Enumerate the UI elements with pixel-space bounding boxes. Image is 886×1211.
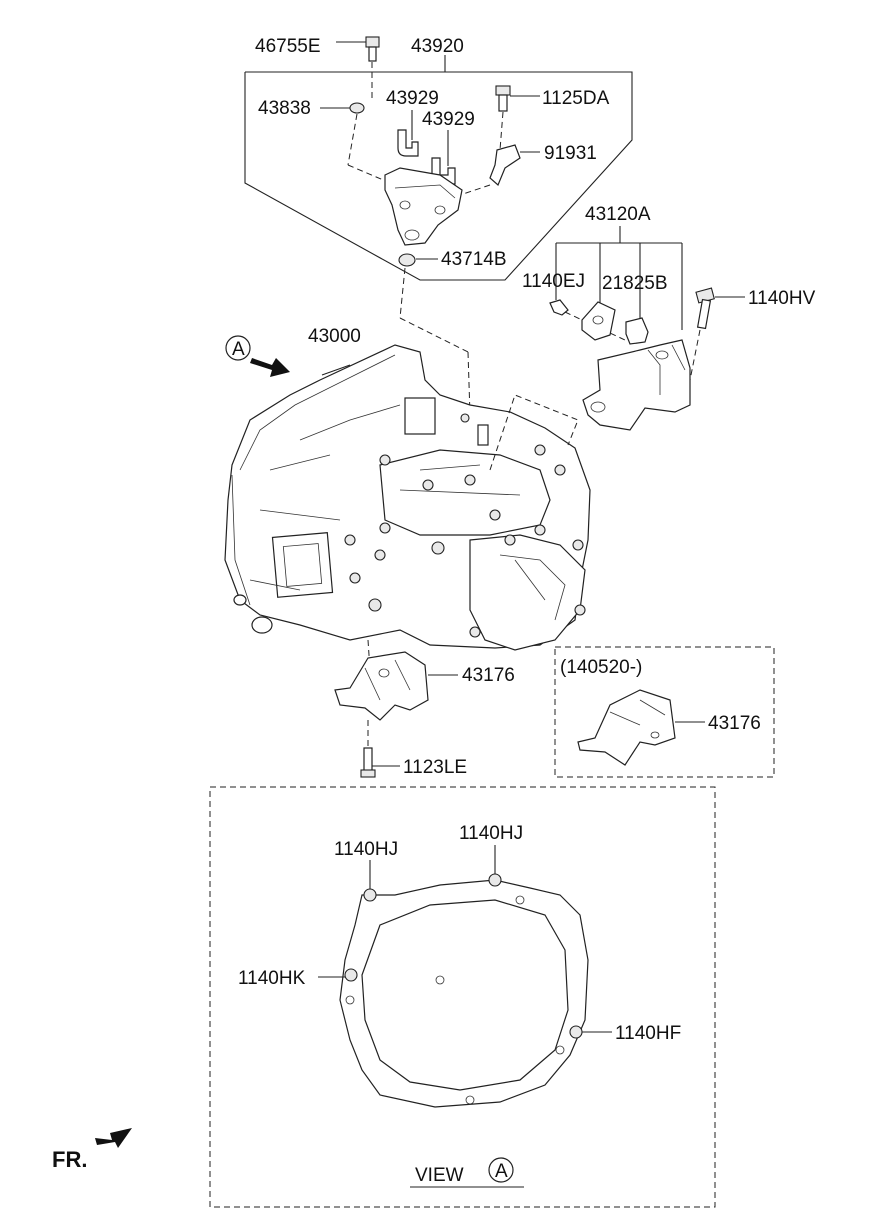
label-1125da: 1125DA	[542, 88, 610, 109]
view-label: VIEW	[415, 1165, 464, 1186]
view-a-box	[209, 786, 716, 1208]
view-a-marker-letter: A	[232, 339, 245, 360]
label-43120a: 43120A	[585, 204, 651, 225]
label-46755e: 46755E	[255, 36, 321, 57]
label-43920: 43920	[411, 36, 464, 57]
label-21825b: 21825B	[602, 273, 668, 294]
label-1140ej: 1140EJ	[522, 271, 585, 292]
revision-date-note: (140520-)	[560, 657, 642, 678]
bolt-1140hv	[689, 287, 745, 381]
label-1140hj-left: 1140HJ	[334, 839, 398, 860]
label-1140hj-right: 1140HJ	[459, 823, 523, 844]
view-a-marker	[225, 335, 290, 377]
bolt-46755e	[336, 36, 380, 100]
revision-note-box	[554, 646, 775, 778]
label-1140hk: 1140HK	[238, 968, 306, 989]
front-direction-arrow	[95, 1128, 132, 1148]
label-1140hv: 1140HV	[748, 288, 816, 309]
damper-plate	[581, 301, 616, 341]
case-bolts	[344, 413, 586, 638]
washer-43838	[320, 102, 396, 186]
clip-43929-a	[397, 110, 419, 157]
label-91931: 91931	[544, 143, 597, 164]
clip-91931	[459, 144, 540, 196]
transmission-43000	[224, 344, 591, 671]
mount-43176	[334, 651, 458, 721]
label-43838: 43838	[258, 98, 311, 119]
bolt-1123le	[360, 720, 400, 778]
label-1123le: 1123LE	[403, 757, 467, 778]
label-43714b: 43714B	[441, 249, 507, 270]
damper-block-21825b	[625, 317, 649, 345]
label-43176-a: 43176	[462, 665, 515, 686]
view-label-letter: A	[495, 1161, 508, 1182]
label-1140hf: 1140HF	[615, 1023, 681, 1044]
label-43176-b: 43176	[708, 713, 761, 734]
bolt-1125da	[495, 85, 540, 151]
bell-housing-gasket	[318, 845, 612, 1108]
label-43929-a: 43929	[386, 88, 439, 109]
shift-bracket	[384, 167, 463, 246]
mount-bracket-assembly-43120a	[549, 226, 745, 431]
mount-43176-revised	[577, 689, 705, 766]
label-43000: 43000	[308, 326, 361, 347]
transmission-mount-bracket	[582, 339, 691, 431]
front-label: FR.	[52, 1147, 87, 1172]
bracket-assembly-43920	[244, 36, 633, 416]
label-43929-b: 43929	[422, 109, 475, 130]
